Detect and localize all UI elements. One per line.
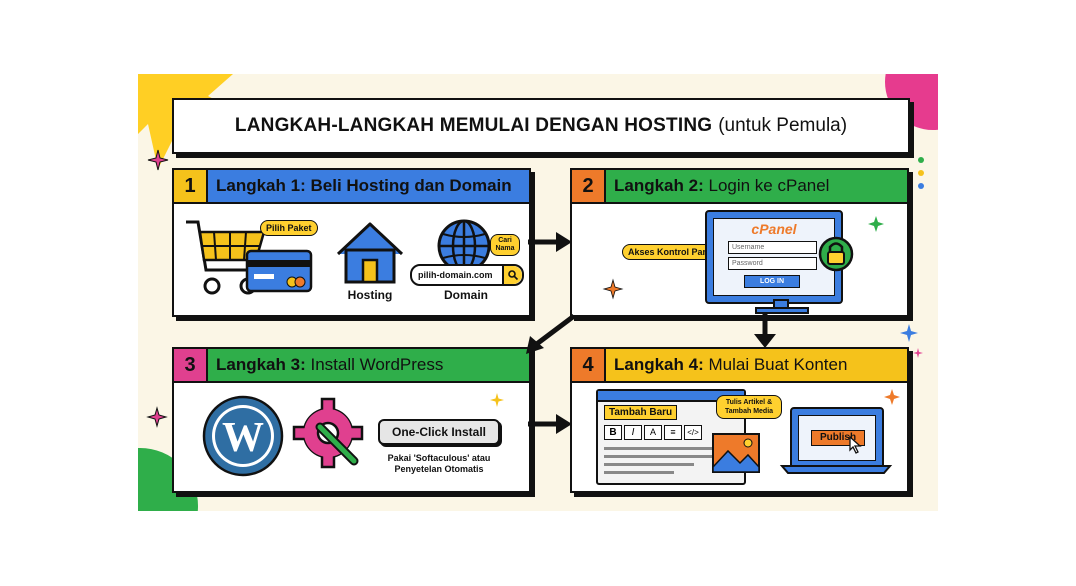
image-icon	[712, 433, 760, 473]
step-4-card: 4 Langkah 4: Mulai Buat Konten Tambah Ba…	[570, 347, 909, 493]
step-1-label: Langkah 1:	[216, 176, 306, 195]
step-4-header: 4 Langkah 4: Mulai Buat Konten	[572, 349, 907, 383]
pink-circle-decoration	[885, 74, 938, 130]
credit-card-icon	[245, 249, 313, 293]
font-icon[interactable]: A	[644, 425, 662, 440]
step-4-label: Langkah 4:	[614, 355, 704, 374]
svg-text:W: W	[222, 415, 264, 461]
arrow-step3-to-step4	[528, 414, 572, 434]
step-3-title: Langkah 3: Install WordPress	[208, 355, 443, 375]
wordpress-logo-icon: W	[202, 395, 284, 477]
sparkle-icon	[146, 406, 168, 428]
password-field[interactable]: Password	[728, 257, 817, 270]
step-1-number: 1	[174, 170, 208, 202]
editor-toolbar: B I A ≡ </>	[604, 425, 702, 440]
search-icon[interactable]	[502, 266, 522, 284]
step-1-card: 1 Langkah 1: Beli Hosting dan Domain Pil…	[172, 168, 531, 317]
sparkle-icon	[900, 324, 918, 342]
domain-search-box[interactable]: pilih-domain.com	[410, 264, 524, 286]
title-sub: (untuk Pemula)	[718, 115, 848, 136]
lock-icon	[818, 236, 854, 272]
step-3-text: Install WordPress	[310, 355, 444, 374]
arrow-step1-to-step2	[528, 232, 572, 252]
step-1-title: Langkah 1: Beli Hosting dan Domain	[208, 176, 512, 196]
step-2-text: Login ke cPanel	[708, 176, 830, 195]
sparkle-icon	[147, 149, 169, 171]
hosting-label: Hosting	[347, 288, 393, 302]
text-lines	[604, 447, 724, 474]
green-circle-decoration	[138, 448, 198, 511]
laptop-base	[779, 465, 893, 474]
step-1-header: 1 Langkah 1: Beli Hosting dan Domain	[174, 170, 529, 204]
sparkle-icon	[490, 393, 504, 407]
step-3-number: 3	[174, 349, 208, 381]
code-icon[interactable]: </>	[684, 425, 702, 440]
page-title: LANGKAH-LANGKAH MEMULAI DENGAN HOSTING (…	[172, 98, 910, 154]
pilih-paket-tag: Pilih Paket	[260, 220, 318, 236]
sparkle-icon	[913, 348, 923, 358]
step-4-text: Mulai Buat Konten	[708, 355, 848, 374]
step-3-label: Langkah 3:	[216, 355, 306, 374]
username-field[interactable]: Username	[728, 241, 817, 254]
dots-decoration	[918, 157, 924, 189]
akses-kontrol-panel-tag: Akses Kontrol Panel	[622, 244, 722, 260]
step-2-header: 2 Langkah 2: Login ke cPanel	[572, 170, 907, 204]
step-4-number: 4	[572, 349, 606, 381]
italic-icon[interactable]: I	[624, 425, 642, 440]
cpanel-logo: cPanel	[751, 221, 797, 237]
cursor-icon	[849, 435, 862, 454]
cari-nama-tag: Cari Nama	[490, 234, 520, 256]
step-4-title: Langkah 4: Mulai Buat Konten	[606, 355, 847, 375]
title-main: LANGKAH-LANGKAH MEMULAI DENGAN HOSTING	[234, 115, 713, 136]
sparkle-icon	[602, 278, 624, 300]
step-3-header: 3 Langkah 3: Install WordPress	[174, 349, 529, 383]
globe-icon	[437, 219, 491, 273]
one-click-install-button[interactable]: One-Click Install	[378, 419, 500, 445]
monitor-stand	[755, 299, 809, 314]
step-2-card: 2 Langkah 2: Login ke cPanel Akses Kontr…	[570, 168, 909, 317]
domain-label: Domain	[443, 288, 488, 302]
sparkle-icon	[868, 216, 884, 232]
step-3-card: 3 Langkah 3: Install WordPress W One-Cli…	[172, 347, 531, 493]
laptop-screen: Publish	[790, 407, 884, 469]
house-icon	[336, 222, 404, 284]
step-2-number: 2	[572, 170, 606, 202]
arrow-step2-to-step3	[526, 314, 576, 354]
arrow-step2-down	[754, 314, 776, 348]
bold-icon[interactable]: B	[604, 425, 622, 440]
tulis-artikel-tag: Tulis Artikel & Tambah Media	[716, 395, 782, 419]
tambah-baru-button[interactable]: Tambah Baru	[604, 405, 678, 420]
login-button[interactable]: LOG IN	[744, 275, 800, 288]
install-note: Pakai 'Softaculous' atau Penyetelan Otom…	[387, 453, 491, 474]
step-2-title: Langkah 2: Login ke cPanel	[606, 176, 829, 196]
sparkle-icon	[884, 389, 900, 405]
gear-wrench-icon	[292, 397, 364, 469]
step-1-text: Beli Hosting dan Domain	[310, 176, 512, 195]
domain-search-text: pilih-domain.com	[418, 270, 493, 280]
list-icon[interactable]: ≡	[664, 425, 682, 440]
step-2-label: Langkah 2:	[614, 176, 704, 195]
